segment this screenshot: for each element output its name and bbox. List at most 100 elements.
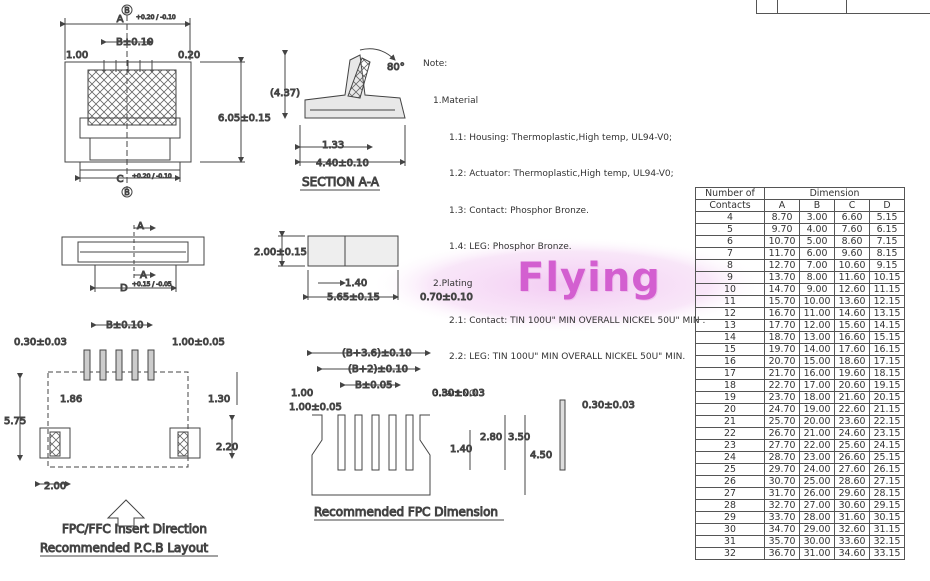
cell-dimension: 3.00 bbox=[799, 211, 835, 224]
fpc-dim-140: 1.40 bbox=[450, 444, 472, 455]
top-view: B A +0.20 / -0.10 B±0.10 1.00 0.20 6.05±… bbox=[60, 4, 271, 198]
insert-direction-text: FPC/FFC Insert Direction bbox=[62, 522, 207, 536]
cell-dimension: 13.00 bbox=[799, 331, 835, 344]
section-angle: 80° bbox=[387, 62, 405, 73]
dim-133: 1.33 bbox=[322, 140, 344, 151]
cell-dimension: 11.00 bbox=[799, 307, 835, 320]
cell-dimension: 30.00 bbox=[799, 535, 835, 548]
cell-dimension: 12.70 bbox=[764, 259, 800, 272]
cell-dimension: 29.60 bbox=[834, 487, 870, 500]
cell-dimension: 11.60 bbox=[834, 271, 870, 284]
title-block bbox=[756, 0, 930, 14]
dim-c-tolerance: +0.20 / -0.10 bbox=[132, 173, 172, 180]
dim-a-tolerance: +0.20 / -0.10 bbox=[136, 14, 176, 21]
cell-dimension: 24.60 bbox=[834, 427, 870, 440]
cell-dimension: 9.15 bbox=[869, 259, 905, 272]
title-block-cell bbox=[757, 0, 778, 13]
cell-dimension: 17.00 bbox=[799, 379, 835, 392]
cell-contacts: 16 bbox=[695, 355, 765, 368]
cell-dimension: 23.15 bbox=[869, 427, 905, 440]
fpc-dim-b2: (B+2)±0.10 bbox=[348, 364, 408, 375]
cell-dimension: 22.70 bbox=[764, 379, 800, 392]
front-view: A A D +0.15 / -0.05 bbox=[61, 221, 205, 295]
dim-d-tolerance: +0.15 / -0.05 bbox=[132, 281, 172, 288]
cell-dimension: 5.00 bbox=[799, 235, 835, 248]
cell-dimension: 33.15 bbox=[869, 547, 905, 560]
cell-dimension: 15.70 bbox=[764, 295, 800, 308]
cell-dimension: 16.60 bbox=[834, 331, 870, 344]
cell-dimension: 20.70 bbox=[764, 355, 800, 368]
cell-dimension: 31.70 bbox=[764, 487, 800, 500]
cell-dimension: 15.00 bbox=[799, 355, 835, 368]
material-item: 1.1: Housing: Thermoplastic,High temp, U… bbox=[449, 132, 672, 143]
fpc-dim-b005: B±0.05 bbox=[355, 380, 393, 391]
material-heading: 1.Material bbox=[433, 96, 479, 107]
fpc-dim-350: 3.50 bbox=[508, 432, 530, 443]
cell-dimension: 33.60 bbox=[834, 535, 870, 548]
cell-dimension: 28.60 bbox=[834, 475, 870, 488]
side-dim-200: 2.00±0.15 bbox=[254, 247, 307, 258]
material-item: 1.2: Actuator: Thermoplastic,High temp, … bbox=[449, 169, 674, 180]
cell-dimension: 17.60 bbox=[834, 343, 870, 356]
dim-020: 0.20 bbox=[178, 50, 200, 61]
cell-dimension: 8.15 bbox=[869, 247, 905, 260]
section-mark-bottom: B bbox=[124, 188, 130, 197]
cell-dimension: 27.15 bbox=[869, 475, 905, 488]
pcb-layout-title: Recommended P.C.B Layout bbox=[40, 541, 208, 555]
plating-item: 2.1: Contact: TIN 100U" MIN OVERALL NICK… bbox=[449, 315, 706, 326]
side-view: 2.00±0.15 1.40 5.65±0.15 0.70±0.10 bbox=[254, 231, 473, 304]
cell-dimension: 29.15 bbox=[869, 499, 905, 512]
cell-dimension: 14.70 bbox=[764, 283, 800, 296]
cell-dimension: 28.00 bbox=[799, 511, 835, 524]
cell-dimension: 32.15 bbox=[869, 535, 905, 548]
cell-dimension: 29.70 bbox=[764, 463, 800, 476]
header-contacts-2: Contacts bbox=[695, 199, 765, 212]
cell-dimension: 27.00 bbox=[799, 499, 835, 512]
cell-dimension: 18.00 bbox=[799, 391, 835, 404]
cell-dimension: 9.70 bbox=[764, 223, 800, 236]
cell-dimension: 19.15 bbox=[869, 379, 905, 392]
cell-dimension: 21.15 bbox=[869, 403, 905, 416]
cell-dimension: 24.70 bbox=[764, 403, 800, 416]
pcb-dim-030: 0.30±0.03 bbox=[14, 337, 67, 348]
cell-dimension: 10.70 bbox=[764, 235, 800, 248]
cell-dimension: 10.15 bbox=[869, 271, 905, 284]
cell-dimension: 26.00 bbox=[799, 487, 835, 500]
header-col-d: D bbox=[869, 199, 905, 212]
table-subheader-row: Contacts A B C D bbox=[695, 199, 905, 212]
dim-b-label: B±0.10 bbox=[116, 37, 154, 48]
cell-contacts: 30 bbox=[695, 523, 765, 536]
cell-dimension: 4.00 bbox=[799, 223, 835, 236]
cell-dimension: 21.70 bbox=[764, 367, 800, 380]
cell-contacts: 14 bbox=[695, 331, 765, 344]
pcb-layout: B±0.10 0.30±0.03 1.00±0.05 1.86 5.75 1.3… bbox=[4, 320, 239, 557]
cell-contacts: 18 bbox=[695, 379, 765, 392]
section-mark-top: B bbox=[124, 6, 130, 15]
cell-dimension: 10.60 bbox=[834, 259, 870, 272]
cell-contacts: 7 bbox=[695, 247, 765, 260]
cell-dimension: 16.15 bbox=[869, 343, 905, 356]
cell-contacts: 17 bbox=[695, 367, 765, 380]
fpc-dim-100-005: 1.00±0.05 bbox=[289, 402, 342, 413]
cell-dimension: 12.60 bbox=[834, 283, 870, 296]
cell-contacts: 12 bbox=[695, 307, 765, 320]
cell-dimension: 32.70 bbox=[764, 499, 800, 512]
pcb-dim-b: B±0.10 bbox=[106, 320, 144, 331]
cell-dimension: 14.60 bbox=[834, 307, 870, 320]
